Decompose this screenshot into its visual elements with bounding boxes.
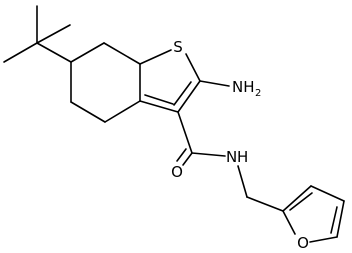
bond-tbu-ch3-right	[36, 24, 71, 44]
cyclohexene-ring	[70, 42, 141, 123]
bond-c2-c3-double	[173, 81, 192, 106]
bond-furan-c5-o	[309, 236, 338, 243]
bond-furan-c3-c4	[310, 185, 345, 202]
bond-c2-c3	[177, 80, 201, 113]
bond-c7a-s	[139, 49, 172, 65]
amine-h-subscript: 2	[255, 88, 261, 99]
bond-c3-c3a	[139, 100, 179, 113]
bond-furan-c4-c5	[336, 200, 345, 238]
bond-carbonyl-o-double	[176, 148, 187, 162]
furan-o-label: O	[297, 234, 309, 252]
amide-h-label: H	[237, 148, 248, 166]
bond-carbonyl-n	[191, 152, 226, 157]
bond-furan-c4-c5-double	[330, 206, 338, 234]
carboxamide-group	[176, 111, 284, 212]
bond-furan-c2-c3-double	[289, 192, 313, 211]
carbonyl-o-label: O	[171, 163, 183, 181]
bond-furan-c2-c3	[282, 185, 312, 212]
bond-ch2-furan	[246, 196, 284, 212]
bond-tbu-ch3-left	[3, 42, 38, 63]
furan-ring	[282, 185, 345, 243]
bond-s-c2	[185, 53, 201, 82]
bond-c3-carbonyl	[177, 111, 193, 154]
bond-carbonyl-o	[182, 152, 193, 166]
tert-butyl-group	[3, 5, 72, 63]
bond-c4-c5	[70, 101, 106, 123]
bond-c3a-c4	[104, 100, 141, 123]
bond-c2-nh2	[199, 80, 230, 87]
bond-c6-c7	[70, 42, 105, 63]
thiophene-ring	[139, 49, 201, 113]
amide-n-label: N	[226, 148, 237, 166]
bond-c3-c3a-double	[144, 94, 174, 105]
bond-c7-c7a	[103, 42, 141, 65]
amine-n-label: NH	[232, 78, 255, 96]
bond-furan-o-c2	[282, 210, 296, 235]
bond-n-ch2	[237, 165, 248, 198]
sulfur-atom-label: S	[173, 38, 183, 56]
bond-tbu-to-ring	[36, 42, 72, 63]
